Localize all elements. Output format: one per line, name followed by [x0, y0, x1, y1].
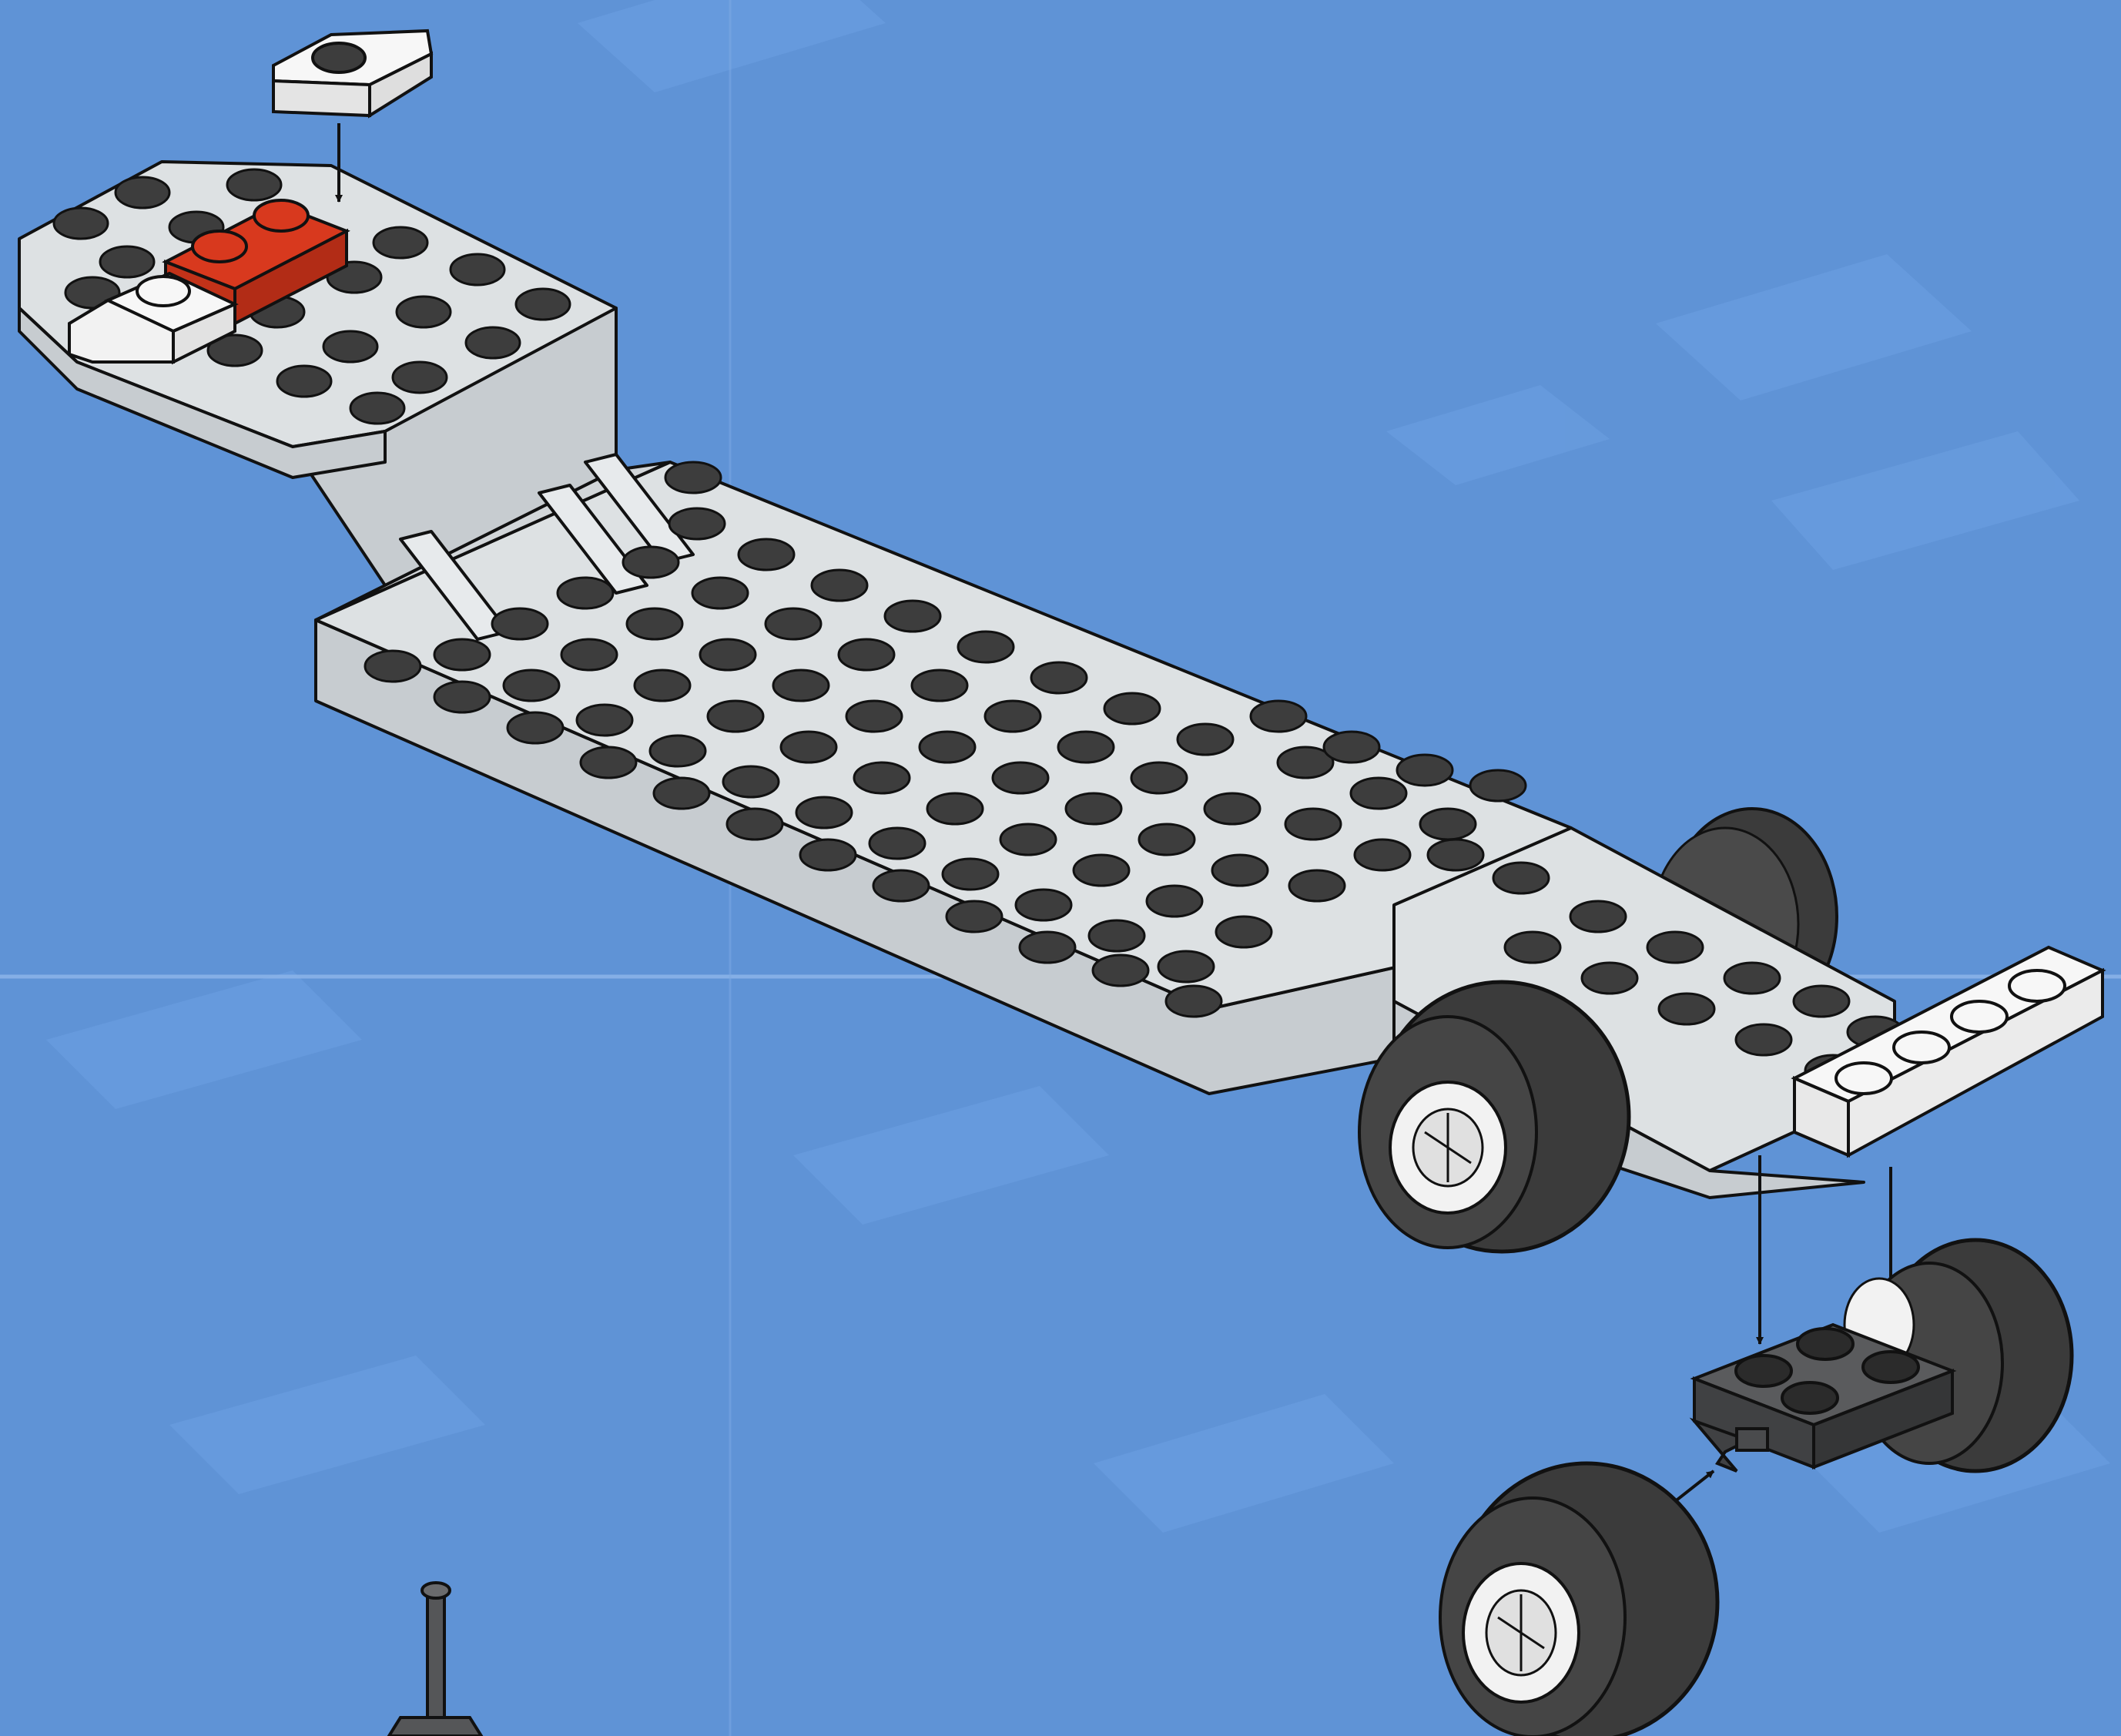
- white-plate-with-clip: [272, 28, 434, 119]
- red-plate-1x2: [162, 199, 350, 327]
- background-motif: [46, 0, 2110, 1533]
- white-plate-1x4: [1791, 945, 2106, 1158]
- rear-near-wheel: [1358, 980, 1631, 1254]
- dark-gray-wheel-holder-plate: [1689, 1322, 1957, 1473]
- chassis-studs: [364, 461, 1905, 1088]
- front-plate-studs: [52, 168, 571, 425]
- wheel-and-tire: [1439, 1461, 1720, 1736]
- white-plate-with-clip-placed: [68, 271, 239, 365]
- next-step-part-antenna: [387, 1581, 484, 1736]
